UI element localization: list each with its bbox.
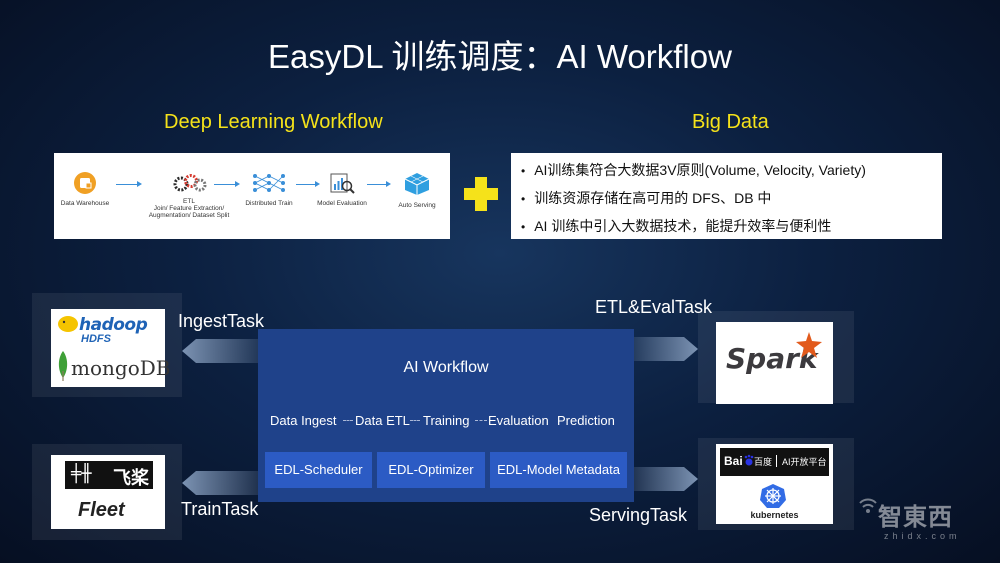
paddle-mark-icon: ╪╫: [71, 464, 92, 484]
gears-icon: [133, 174, 245, 194]
flow-dashed-arrow: [475, 420, 487, 421]
flow-step-training: Training: [423, 413, 470, 428]
step-data-warehouse: Data Warehouse: [40, 172, 130, 207]
chart-magnifier-icon: [297, 172, 387, 196]
bullet-item: AI 训练中引入大数据技术，能提升效率与便利性: [511, 213, 942, 241]
flow-step-data-etl: Data ETL: [355, 413, 410, 428]
neural-network-icon: [224, 172, 314, 196]
fleet-logo-text: Fleet: [78, 499, 125, 521]
database-icon: [40, 172, 130, 196]
plus-icon-vertical: [475, 177, 487, 211]
baidu-ai-logo: Bai 百度 AI开放平台: [720, 448, 829, 476]
hdfs-logo-text: HDFS: [81, 333, 111, 345]
baidu-kubernetes-card: Bai 百度 AI开放平台 kubernetes: [716, 444, 833, 524]
step-etl: ETL Join/ Feature Extraction/ Augmentati…: [133, 174, 245, 219]
hadoop-elephant-icon: [57, 315, 79, 338]
step-distributed-train: Distributed Train: [224, 172, 314, 207]
train-connector-arrow: [182, 471, 258, 495]
spark-card: Spark: [716, 322, 833, 404]
watermark-brand: 智東西: [878, 504, 953, 531]
cube-icon: [372, 172, 462, 198]
ingest-connector-arrow: [182, 339, 258, 363]
bullet-item: 训练资源存储在高可用的 DFS、DB 中: [511, 185, 942, 213]
divider: [776, 455, 777, 467]
mongodb-leaf-icon: [57, 351, 69, 386]
flow-arrow: [367, 181, 391, 187]
flow-step-evaluation: Evaluation: [488, 413, 549, 428]
baidu-paw-icon: [744, 453, 754, 471]
edl-optimizer-button[interactable]: EDL-Optimizer: [377, 452, 485, 488]
flow-step-prediction: Prediction: [557, 413, 615, 428]
step-auto-serving: Auto Serving: [372, 172, 462, 209]
flow-dashed-arrow: [343, 420, 353, 421]
flow-step-data-ingest: Data Ingest: [270, 413, 337, 428]
step-model-evaluation: Model Evaluation: [297, 172, 387, 207]
paddle-fleet-card: ╪╫ 飞桨 Fleet: [51, 455, 165, 529]
train-task-label: TrainTask: [181, 499, 259, 519]
flow-arrow: [214, 181, 240, 187]
kubernetes-wheel-icon: [760, 484, 786, 513]
bullet-item: AI训练集符合大数据3V原则(Volume, Velocity, Variety…: [511, 157, 942, 185]
baidu-ai-platform-text: AI开放平台: [782, 457, 827, 467]
deep-learning-workflow-panel: Data Warehouse ETL Join/ Feature Extract…: [54, 153, 450, 239]
etl-eval-connector-arrow: [634, 337, 698, 361]
ai-workflow-panel: AI Workflow Data Ingest Data ETL Trainin…: [258, 329, 634, 502]
kubernetes-logo-text: kubernetes: [750, 510, 799, 520]
serving-connector-arrow: [634, 467, 698, 491]
paddle-logo: ╪╫ 飞桨: [65, 461, 153, 489]
watermark-url: zhidx.com: [884, 531, 961, 541]
wifi-logo-icon: [858, 495, 878, 522]
ai-workflow-title: AI Workflow: [403, 359, 489, 376]
paddle-brand-text: 飞桨: [113, 468, 149, 488]
flow-arrow: [116, 181, 142, 187]
flow-arrow: [296, 181, 320, 187]
etl-eval-task-label: ETL&EvalTask: [595, 297, 713, 317]
spark-star-icon: [796, 332, 822, 363]
mongodb-logo-text: mongoDB: [71, 356, 171, 380]
ingest-task-label: IngestTask: [178, 311, 265, 331]
spark-logo-text: Spark: [726, 342, 818, 375]
serving-task-label: ServingTask: [589, 505, 688, 525]
page-title: EasyDL 训练调度：AI Workflow: [268, 38, 732, 75]
hadoop-logo-text: hadoop: [79, 315, 148, 335]
edl-scheduler-button[interactable]: EDL-Scheduler: [265, 452, 372, 488]
section-title-deep-learning: Deep Learning Workflow: [164, 111, 383, 133]
flow-dashed-arrow: [410, 420, 420, 421]
big-data-panel: AI训练集符合大数据3V原则(Volume, Velocity, Variety…: [511, 153, 942, 239]
hadoop-mongodb-card: hadoop HDFS mongoDB: [51, 309, 170, 387]
section-title-big-data: Big Data: [692, 111, 769, 133]
edl-model-metadata-button[interactable]: EDL-Model Metadata: [490, 452, 627, 488]
